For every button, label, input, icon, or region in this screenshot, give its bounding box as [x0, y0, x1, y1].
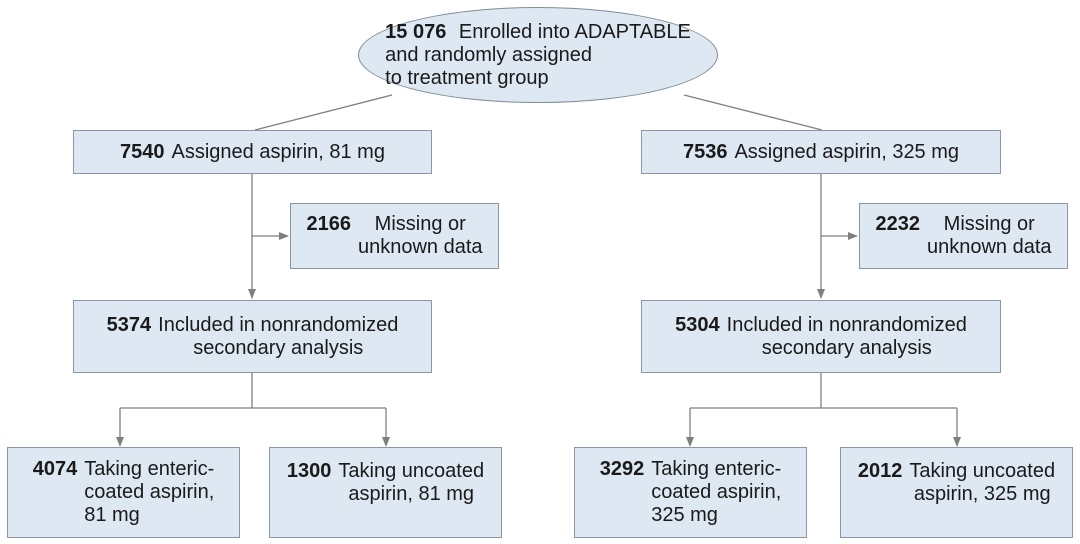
enrolled-node: 15 076 Enrolled into ADAPTABLE and rando… — [358, 7, 718, 103]
arm325-uncoated-count: 2012 — [857, 460, 903, 482]
arm81-included-label: Included in nonrandomized secondary anal… — [158, 313, 399, 359]
enrolled-label: Enrolled into ADAPTABLE and randomly ass… — [385, 20, 691, 89]
arm81-excluded-node: 2166 Missing or unknown data — [290, 203, 499, 269]
arm325-enteric-count: 3292 — [599, 458, 645, 480]
arm81-assigned-label: Assigned aspirin, 81 mg — [171, 140, 385, 163]
arm81-assigned-count: 7540 — [120, 140, 165, 163]
split-line-left — [254, 94, 393, 131]
arm81-enteric-label: Taking enteric- coated aspirin, 81 mg — [84, 458, 215, 526]
arm325-assigned-count: 7536 — [682, 140, 728, 163]
arm325-uncoated-label: Taking uncoated aspirin, 325 mg — [909, 460, 1056, 505]
arm81-excluded-count: 2166 — [306, 213, 351, 235]
arm81-uncoated-node: 1300 Taking uncoated aspirin, 81 mg — [269, 447, 502, 538]
arm325-uncoated-node: 2012 Taking uncoated aspirin, 325 mg — [840, 447, 1073, 538]
arm325-assigned-node: 7536 Assigned aspirin, 325 mg — [641, 130, 1001, 174]
arm325-included-label: Included in nonrandomized secondary anal… — [726, 313, 967, 359]
enrolled-count: 15 076 — [385, 20, 447, 43]
arm81-excluded-label: Missing or unknown data — [357, 213, 483, 258]
arm81-included-count: 5374 — [106, 313, 152, 336]
arm81-enteric-count: 4074 — [32, 458, 78, 480]
arm325-excluded-node: 2232 Missing or unknown data — [859, 203, 1068, 269]
arm325-included-count: 5304 — [675, 313, 720, 336]
arm81-uncoated-label: Taking uncoated aspirin, 81 mg — [338, 460, 485, 505]
arm325-excluded-count: 2232 — [875, 213, 920, 235]
arm325-excluded-label: Missing or unknown data — [926, 213, 1052, 258]
arm325-assigned-label: Assigned aspirin, 325 mg — [734, 140, 960, 163]
arm81-assigned-node: 7540 Assigned aspirin, 81 mg — [73, 130, 432, 174]
arm325-enteric-node: 3292 Taking enteric- coated aspirin, 325… — [574, 447, 807, 538]
arm81-included-node: 5374 Included in nonrandomized secondary… — [73, 300, 432, 373]
arm81-enteric-node: 4074 Taking enteric- coated aspirin, 81 … — [7, 447, 240, 538]
arm325-included-node: 5304 Included in nonrandomized secondary… — [641, 300, 1001, 373]
split-line-right — [683, 94, 823, 131]
arm81-uncoated-count: 1300 — [286, 460, 332, 482]
arm325-enteric-label: Taking enteric- coated aspirin, 325 mg — [651, 458, 782, 526]
